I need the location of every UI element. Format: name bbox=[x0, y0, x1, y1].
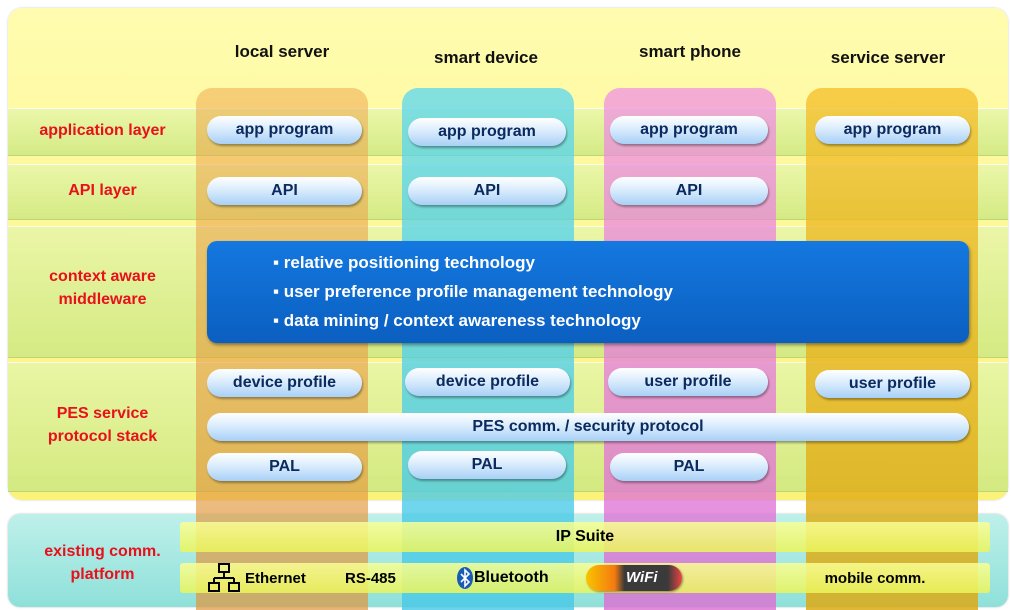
network-icon bbox=[208, 563, 240, 592]
device-profile-smart-device: device profile bbox=[405, 368, 570, 396]
middleware-bullet-2-text: user preference profile management techn… bbox=[283, 282, 673, 301]
pes-security-protocol: PES comm. / security protocol bbox=[207, 413, 969, 441]
middleware-bullet-3: ▪ data mining / context awareness techno… bbox=[273, 311, 641, 330]
middleware-bullet-1-text: relative positioning technology bbox=[283, 253, 535, 272]
label-middleware-line1: context aware bbox=[49, 268, 156, 285]
user-profile-service-server: user profile bbox=[815, 370, 970, 398]
network-bar bbox=[180, 563, 990, 593]
label-pes-line2: protocol stack bbox=[47, 428, 158, 445]
app-program-service-server: app program bbox=[815, 116, 970, 144]
heading-smart-phone: smart phone bbox=[638, 42, 742, 61]
pal-local-server: PAL bbox=[207, 453, 362, 481]
wifi-label: WiFi bbox=[626, 569, 658, 586]
middleware-bullet-3-text: data mining / context awareness technolo… bbox=[283, 311, 641, 330]
user-profile-smart-phone: user profile bbox=[608, 368, 768, 396]
pal-smart-device: PAL bbox=[408, 451, 566, 479]
app-program-smart-phone: app program bbox=[610, 116, 768, 144]
heading-service-server: service server bbox=[830, 48, 946, 67]
api-smart-device: API bbox=[408, 177, 566, 205]
api-smart-phone: API bbox=[610, 177, 768, 205]
ethernet-label: Ethernet bbox=[245, 570, 306, 587]
context-aware-middleware-box: ▪ relative positioning technology ▪ user… bbox=[207, 241, 969, 343]
middleware-bullet-1: ▪ relative positioning technology bbox=[273, 253, 535, 272]
app-program-smart-device: app program bbox=[408, 118, 566, 146]
device-profile-local-server: device profile bbox=[207, 369, 362, 397]
bluetooth-icon bbox=[457, 567, 473, 589]
bluetooth-label: Bluetooth bbox=[474, 569, 549, 586]
rs485-label: RS-485 bbox=[345, 570, 396, 587]
label-api-layer: API layer bbox=[68, 182, 137, 199]
wifi-badge: WiFi bbox=[586, 565, 682, 591]
heading-smart-device: smart device bbox=[434, 48, 538, 67]
ip-suite-bar: IP Suite bbox=[180, 522, 990, 552]
middleware-bullet-2: ▪ user preference profile management tec… bbox=[273, 282, 673, 301]
mobile-comm-label: mobile comm. bbox=[824, 570, 926, 587]
label-existing-line1: existing comm. bbox=[44, 543, 161, 560]
label-pes-line1: PES service bbox=[56, 405, 149, 422]
label-application-layer: application layer bbox=[39, 122, 166, 139]
api-local-server: API bbox=[207, 177, 362, 205]
app-program-local-server: app program bbox=[207, 116, 362, 144]
pal-smart-phone: PAL bbox=[610, 453, 768, 481]
heading-local-server: local server bbox=[234, 42, 330, 61]
label-existing-line2: platform bbox=[70, 566, 135, 583]
label-middleware-line2: middleware bbox=[58, 291, 147, 308]
